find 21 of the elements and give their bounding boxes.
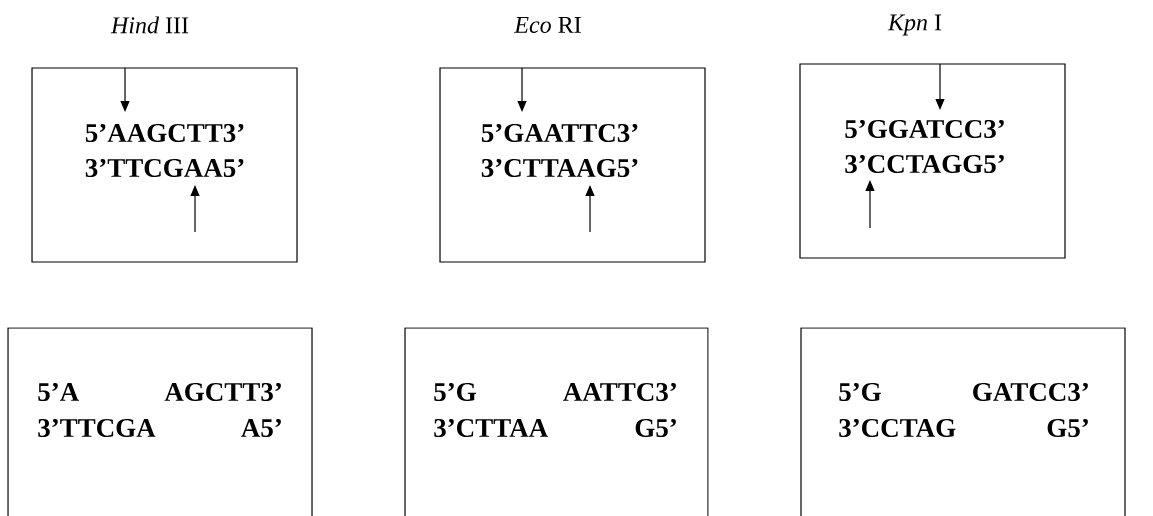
sequence-text: A5’	[241, 418, 281, 438]
sequence-text: 5’GGATCC3’	[845, 119, 1004, 139]
sequence-text: 3’CTTAA	[434, 418, 548, 438]
sequence-text: G5’	[635, 418, 676, 438]
sequence-text: 3’TTCGAA5’	[85, 158, 244, 178]
sequence-text: AATTC3’	[563, 382, 676, 402]
sequence-text: 3’TTCGA	[38, 418, 156, 438]
sequence-text: GATCC3’	[973, 382, 1088, 402]
enzyme-name: Eco RI	[514, 17, 581, 33]
sequence-text: 3’CCTAG	[839, 418, 956, 438]
sequence-text: G5’	[1047, 418, 1088, 438]
sequence-text: AGCTT3’	[164, 382, 281, 402]
sequence-text: 3’CTTAAG5’	[481, 158, 638, 178]
sequence-text: 5’AAGCTT3’	[85, 123, 244, 143]
sequence-text: 5’GAATTC3’	[481, 123, 638, 143]
enzyme-name: Hind III	[110, 16, 189, 34]
sequence-text: 3’CCTAGG5’	[845, 154, 1004, 174]
sequence-text: 5’G	[434, 382, 476, 402]
sequence-text: 5’G	[839, 382, 881, 402]
enzyme-name: Kpn I	[887, 14, 942, 36]
sequence-text: 5’A	[38, 382, 79, 402]
